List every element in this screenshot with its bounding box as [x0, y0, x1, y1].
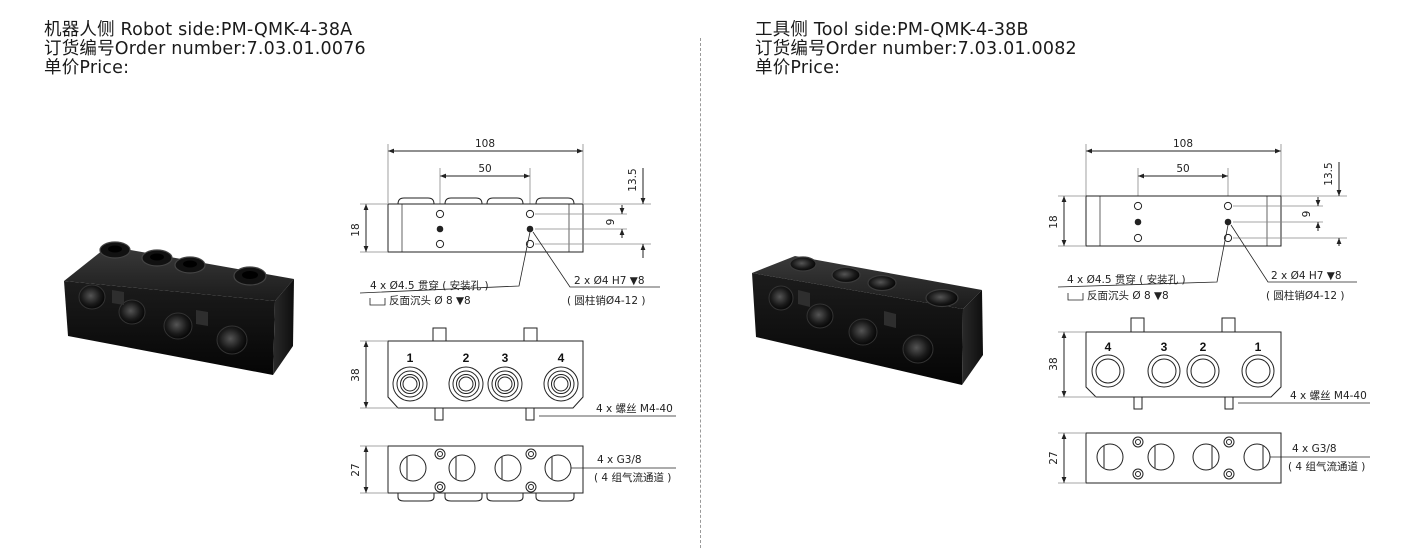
robot-dim-offset-mid: 9: [605, 219, 617, 226]
tool-front-view: [1058, 317, 1370, 410]
robot-front-view: [360, 327, 676, 421]
tool-dim-height-top: 18: [1048, 215, 1060, 228]
tool-port-label-4: 4: [1105, 340, 1112, 354]
robot-note-port-channels: ( 4 组气流通道 ): [594, 471, 671, 484]
tool-port-label-2: 2: [1200, 340, 1207, 354]
robot-bottom-view: [360, 445, 676, 502]
robot-note-pin-size: ( 圆柱销Ø4-12 ): [567, 294, 645, 307]
tool-note-mount-holes: 4 x Ø4.5 贯穿 ( 安装孔 ): [1067, 273, 1186, 286]
tool-note-pin-size: ( 圆柱销Ø4-12 ): [1266, 289, 1344, 302]
section-divider: [700, 38, 701, 548]
tool-dim-height-front: 38: [1048, 357, 1060, 370]
robot-port-label-2: 2: [463, 351, 470, 365]
tool-note-port-channels: ( 4 组气流通道 ): [1288, 460, 1365, 473]
tool-bottom-view: [1058, 432, 1370, 484]
robot-port-label-4: 4: [558, 351, 565, 365]
robot-port-label-1: 1: [407, 351, 414, 365]
robot-note-port: 4 x G3/8: [597, 454, 642, 466]
tool-dim-offset-top: 13.5: [1323, 162, 1335, 185]
tool-module-photo: [752, 256, 983, 385]
robot-top-view: [359, 144, 660, 294]
tool-note-screw: 4 x 螺丝 M4-40: [1290, 390, 1367, 402]
tool-dim-height-bottom: 27: [1048, 451, 1060, 464]
robot-dim-offset-top: 13.5: [627, 168, 639, 191]
robot-dim-height-front: 38: [350, 368, 362, 381]
robot-side-title: 机器人侧 Robot side:PM-QMK-4-38A: [44, 20, 353, 40]
tool-side-title: 工具侧 Tool side:PM-QMK-4-38B: [755, 20, 1029, 40]
tool-note-counterbore: 反面沉头 Ø 8 ▼8: [1087, 289, 1169, 302]
tool-side-header: 工具侧 Tool side:PM-QMK-4-38B 订货编号Order num…: [755, 21, 1077, 78]
tool-dim-offset-mid: 9: [1301, 211, 1313, 218]
robot-dim-height-bottom: 27: [350, 463, 362, 476]
robot-side-order-number: 订货编号Order number:7.03.01.0076: [44, 39, 366, 59]
tool-port-label-1: 1: [1255, 340, 1262, 354]
robot-module-photo: [64, 241, 294, 375]
robot-side-header: 机器人侧 Robot side:PM-QMK-4-38A 订货编号Order n…: [44, 21, 366, 78]
tool-note-port: 4 x G3/8: [1292, 443, 1337, 455]
tool-port-label-3: 3: [1161, 340, 1168, 354]
tool-side-order-number: 订货编号Order number:7.03.01.0082: [755, 39, 1077, 59]
robot-dim-height-top: 18: [350, 223, 362, 236]
tool-dim-width: 108: [1173, 138, 1193, 150]
robot-note-pin: 2 x Ø4 H7 ▼8: [574, 275, 645, 287]
tool-dim-spacing: 50: [1176, 163, 1189, 175]
robot-note-counterbore: 反面沉头 Ø 8 ▼8: [389, 294, 471, 307]
robot-port-label-3: 3: [502, 351, 509, 365]
tool-note-pin: 2 x Ø4 H7 ▼8: [1271, 270, 1342, 282]
robot-note-screw: 4 x 螺丝 M4-40: [596, 403, 673, 415]
robot-dim-spacing: 50: [478, 163, 491, 175]
tool-side-price: 单价Price:: [755, 58, 841, 78]
robot-note-mount-holes: 4 x Ø4.5 贯穿 ( 安装孔 ): [370, 279, 489, 292]
robot-dim-width: 108: [475, 138, 495, 150]
tool-top-view: [1057, 144, 1357, 288]
robot-side-price: 单价Price:: [44, 58, 130, 78]
